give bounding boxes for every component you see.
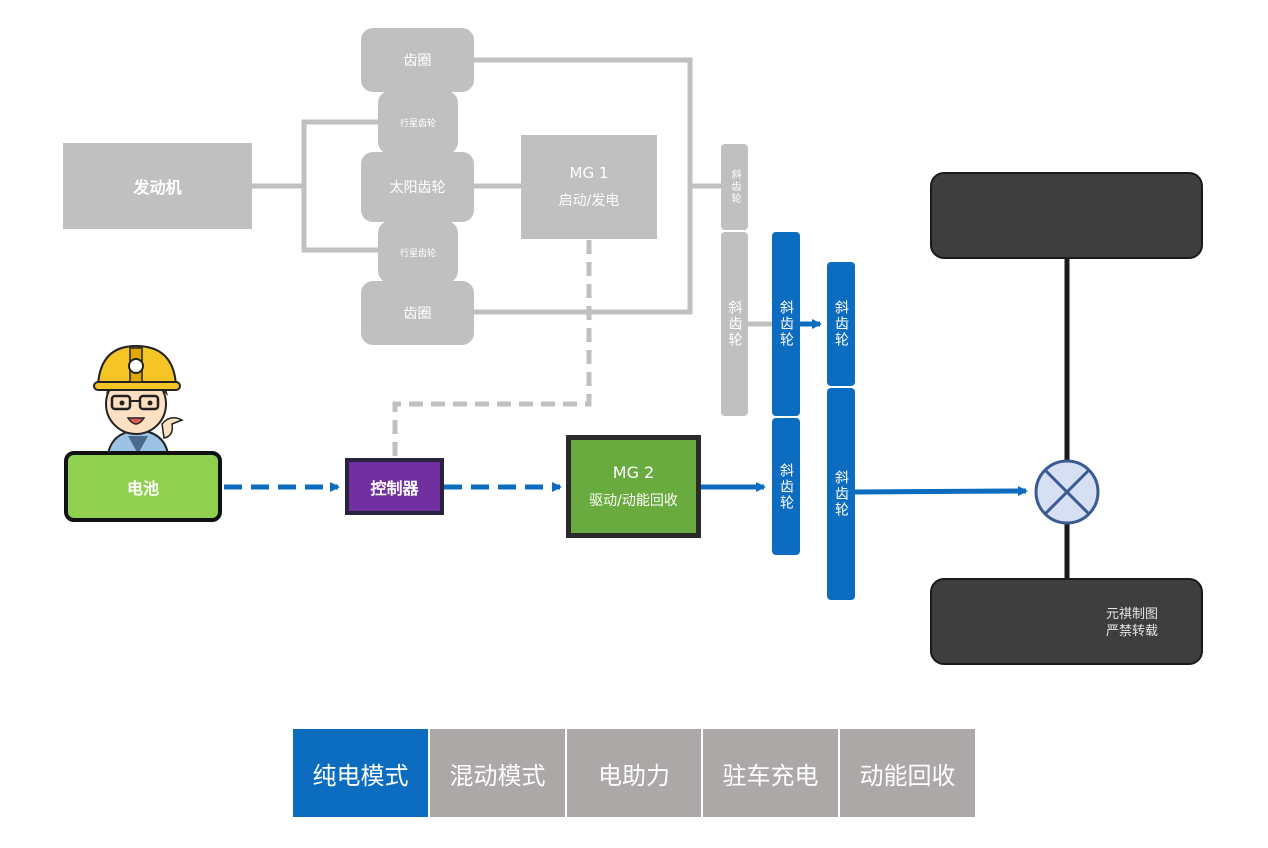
controller-label: 控制器 [370,478,419,498]
inactive-mechanical-links [252,57,772,327]
watermark-line2: 严禁转载 [1106,624,1159,639]
ring-gear-top: 齿圈 [361,28,474,92]
helical-gear-blue-lower-right-label: 斜齿轮 [833,470,849,518]
helical-gear-blue-upper-right-label: 斜齿轮 [833,300,849,348]
tab-electric-assist-label: 电助力 [598,761,670,790]
tab-pure-electric-label: 纯电模式 [312,761,409,790]
differential-icon [1034,459,1100,525]
helical-gear-grey-small-label: 斜齿轮 [729,169,740,205]
helical-gear-blue-lower-right: 斜齿轮 [827,388,855,600]
mg1-title: MG 1 [569,164,609,182]
ring-gear-top-label: 齿圈 [403,53,432,69]
helical-gear-blue-lower-left: 斜齿轮 [772,418,800,555]
tab-parking-charge[interactable]: 驻车充电 [703,729,838,817]
tab-parking-charge-label: 驻车充电 [722,761,819,790]
tab-pure-electric[interactable]: 纯电模式 [293,729,428,817]
tab-electric-assist[interactable]: 电助力 [567,729,701,817]
helical-gear-grey-small: 斜齿轮 [721,144,748,230]
helical-gear-grey-large: 斜齿轮 [721,232,748,416]
planet-gear-top-label: 行星齿轮 [399,119,436,129]
helical-gear-blue-upper-left: 斜齿轮 [772,232,800,416]
wheel-top [930,172,1203,259]
gear-to-differential-arrow [854,486,1028,497]
mg1-controller-dashed-line [392,240,592,460]
planet-carrier-line [301,119,380,253]
tab-hybrid-label: 混动模式 [449,761,546,790]
sun-gear-label: 太阳齿轮 [389,180,446,196]
active-flow-links [224,319,1028,497]
watermark-line1: 元祺制图 [1106,607,1159,622]
sun-gear: 太阳齿轮 [361,152,474,222]
engine-label: 发动机 [133,178,182,197]
planet-gear-top: 行星齿轮 [378,91,458,154]
ring-gear-bottom-label: 齿圈 [403,306,432,322]
wheel-bottom [930,578,1203,665]
tab-energy-recovery-label: 动能回收 [859,761,956,790]
engine-block: 发动机 [63,143,252,229]
tab-hybrid[interactable]: 混动模式 [430,729,565,817]
tab-energy-recovery[interactable]: 动能回收 [840,729,975,817]
planet-gear-bottom: 行星齿轮 [378,221,458,283]
watermark: 元祺制图 严禁转载 [1106,606,1158,640]
engineer-mascot-icon [93,344,184,454]
battery-block: 电池 [64,451,222,522]
helical-gear-blue-lower-left-label: 斜齿轮 [778,462,794,511]
mg1-block: MG 1 启动/发电 [521,135,657,239]
helical-gear-grey-large-label: 斜齿轮 [726,300,743,348]
mg1-subtitle: 启动/发电 [558,193,620,209]
mg2-title: MG 2 [612,463,655,482]
ring-gear-bottom: 齿圈 [361,281,474,345]
planet-gear-bottom-label: 行星齿轮 [399,248,436,259]
battery-label: 电池 [126,478,159,498]
inactive-electric-link [392,240,592,460]
controller-block: 控制器 [345,458,444,515]
mg2-subtitle: 驱动/动能回收 [589,493,678,509]
helical-gear-blue-upper-left-label: 斜齿轮 [778,300,794,348]
mg2-block: MG 2 驱动/动能回收 [566,435,701,538]
helical-gear-blue-upper-right: 斜齿轮 [827,262,855,386]
